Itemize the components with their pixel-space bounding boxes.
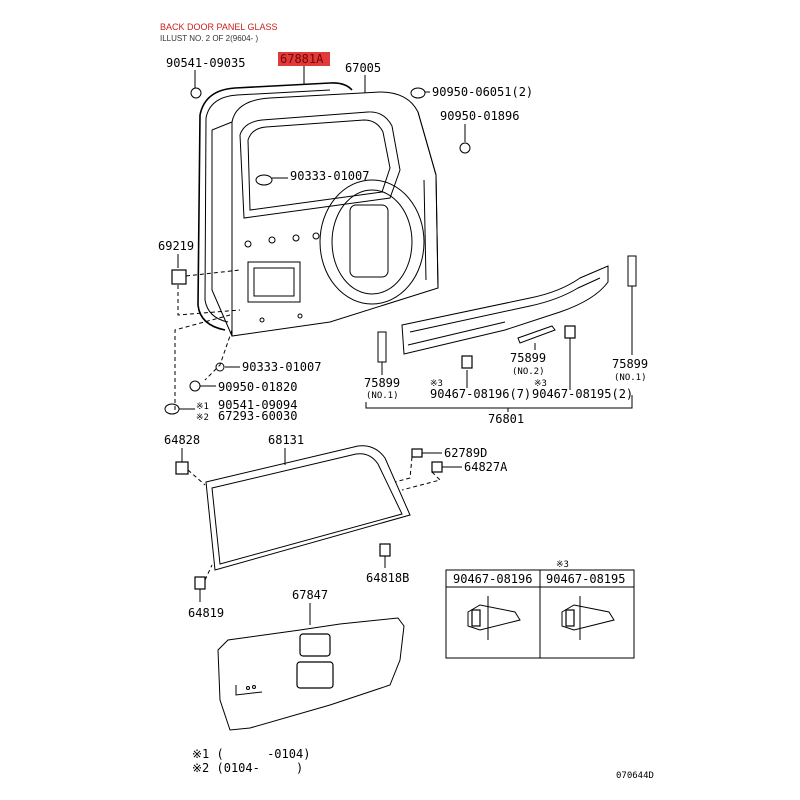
inset-mark: ※3 <box>556 560 569 570</box>
part-64819-label[interactable]: 64819 <box>188 606 224 620</box>
clip-drawing-08195 <box>561 604 615 631</box>
clip-90467-08196 <box>461 355 473 369</box>
glass-inner <box>211 453 403 565</box>
part-64818b-label[interactable]: 64818B <box>366 571 409 585</box>
part-90333-01007-upper-label[interactable]: 90333-01007 <box>290 169 369 183</box>
part-90541-09094-label[interactable]: 90541-09094 <box>218 398 297 412</box>
clip-detail-inset: 90467-08196 90467-08195 <box>445 569 635 659</box>
cover-pad-1 <box>299 633 331 657</box>
part-69219-label[interactable]: 69219 <box>158 239 194 253</box>
service-hole-cover <box>217 617 405 731</box>
spacer-64828 <box>175 461 189 475</box>
part-90950-01896-label[interactable]: 90950-01896 <box>440 109 519 123</box>
mark-3-a: ※3 <box>430 379 443 389</box>
door-body <box>231 91 439 337</box>
molding-75899-no1-right <box>627 255 637 287</box>
spare-tire-mount <box>349 204 389 278</box>
part-90467-08195-label[interactable]: 90467-08195(2) <box>532 387 633 401</box>
garnish-body <box>401 265 609 355</box>
part-90950-01820-label[interactable]: 90950-01820 <box>218 380 297 394</box>
footnote-2: ※2 (0104- ) <box>192 761 303 775</box>
part-67293-60030-label[interactable]: 67293-60030 <box>218 409 297 423</box>
clip-90467-08195 <box>564 325 576 339</box>
part-75899-mid-label[interactable]: 75899 <box>510 351 546 365</box>
inset-col2-label[interactable]: 90467-08195 <box>546 572 625 586</box>
part-75899-right-label[interactable]: 75899 <box>612 357 648 371</box>
plug-90333-01007-upper <box>255 174 273 186</box>
spacer-64819 <box>194 576 206 590</box>
glass-outer <box>205 445 411 571</box>
back-window-glass <box>205 445 411 571</box>
clip-90541-09035 <box>190 87 202 99</box>
mark-2-a: ※2 <box>196 413 209 423</box>
part-90467-08196-label[interactable]: 90467-08196(7) <box>430 387 531 401</box>
mark-3-b: ※3 <box>534 379 547 389</box>
diagram-code: 070644D <box>616 771 654 781</box>
mark-1-a: ※1 <box>196 402 209 412</box>
part-67847-label[interactable]: 67847 <box>292 588 328 602</box>
weatherstrip-inner-left <box>204 117 229 323</box>
part-64827a-label[interactable]: 64827A <box>464 460 508 474</box>
license-plate-recess <box>247 261 301 303</box>
plug-90950-06051 <box>410 87 426 99</box>
part-75899-right-note: (NO.1) <box>614 373 647 383</box>
clip-drawing-08196 <box>467 604 521 631</box>
molding-75899-no2 <box>517 325 556 344</box>
back-door-garnish <box>377 255 637 369</box>
clip-62789d <box>411 448 423 458</box>
part-90541-09035-label[interactable]: 90541-09035 <box>166 56 245 70</box>
part-62789d-label[interactable]: 62789D <box>444 446 487 460</box>
plug-90950-01896 <box>459 142 471 154</box>
cover-pad-2 <box>296 661 334 689</box>
part-90950-06051-label[interactable]: 90950-06051(2) <box>432 85 533 99</box>
part-67005-label[interactable]: 67005 <box>345 61 381 75</box>
part-64828-label[interactable]: 64828 <box>164 433 200 447</box>
part-67881a-label[interactable]: 67881A <box>280 52 324 66</box>
cover-sheet-outline <box>217 617 405 731</box>
back-door-panel <box>197 82 439 337</box>
striker-69219 <box>171 269 187 285</box>
spacer-64818b <box>379 543 391 557</box>
part-75899-left-note: (NO.1) <box>366 391 399 401</box>
part-76801-label[interactable]: 76801 <box>488 412 524 426</box>
window-opening <box>247 119 391 211</box>
weatherstrip-top <box>199 82 353 116</box>
clip-64827a <box>431 461 443 473</box>
part-67881a-highlight <box>278 52 330 66</box>
diagram-subtitle: ILLUST NO. 2 OF 2(9604- ) <box>160 34 258 43</box>
part-75899-left-label[interactable]: 75899 <box>364 376 400 390</box>
weatherstrip-inner <box>205 89 331 119</box>
spare-tire-outer <box>319 179 425 305</box>
weatherstrip-left <box>197 114 226 331</box>
part-90333-01007-lower-label[interactable]: 90333-01007 <box>242 360 321 374</box>
part-75899-mid-note: (NO.2) <box>512 367 545 377</box>
diagram-title: BACK DOOR PANEL GLASS <box>160 22 278 32</box>
inset-col1-label[interactable]: 90467-08196 <box>453 572 532 586</box>
spare-tire-inner <box>331 189 413 295</box>
footnote-1: ※1 ( -0104) <box>192 747 310 761</box>
license-plate-inner <box>253 267 295 297</box>
window-frame <box>239 111 401 219</box>
part-68131-label[interactable]: 68131 <box>268 433 304 447</box>
molding-75899-no1-left <box>377 331 387 363</box>
